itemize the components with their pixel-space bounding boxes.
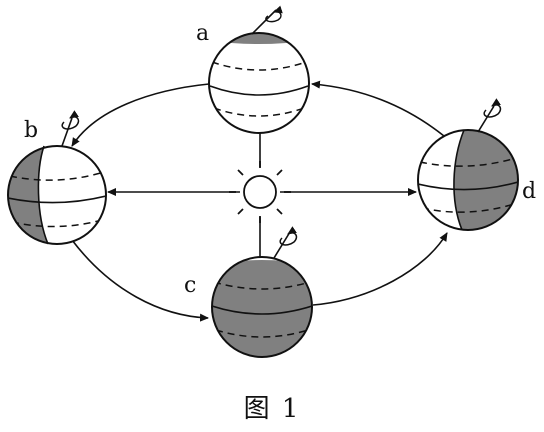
rotation-arrow-icon xyxy=(483,98,502,118)
label-b: b xyxy=(24,118,38,143)
orbit-arc-a-to-b xyxy=(71,83,210,147)
orbit-path xyxy=(71,80,448,322)
orbit-arc-b-to-c xyxy=(71,239,209,322)
label-d: d xyxy=(522,179,536,204)
figure-caption: 图 1 xyxy=(243,394,301,424)
sun-icon xyxy=(229,161,291,223)
rotation-arrow-icon xyxy=(265,5,283,23)
earth-globe-d xyxy=(417,98,519,231)
label-a: a xyxy=(196,21,209,46)
earth-globe-a xyxy=(208,5,310,134)
orbit-arc-c-to-d xyxy=(312,232,448,306)
earth-globe-b xyxy=(7,110,107,245)
label-c: c xyxy=(184,273,196,298)
rotation-arrow-icon xyxy=(279,226,298,246)
earth-globe-c xyxy=(211,226,313,358)
orbit-arc-d-to-a xyxy=(311,80,445,137)
rotation-arrow-icon xyxy=(61,110,80,130)
